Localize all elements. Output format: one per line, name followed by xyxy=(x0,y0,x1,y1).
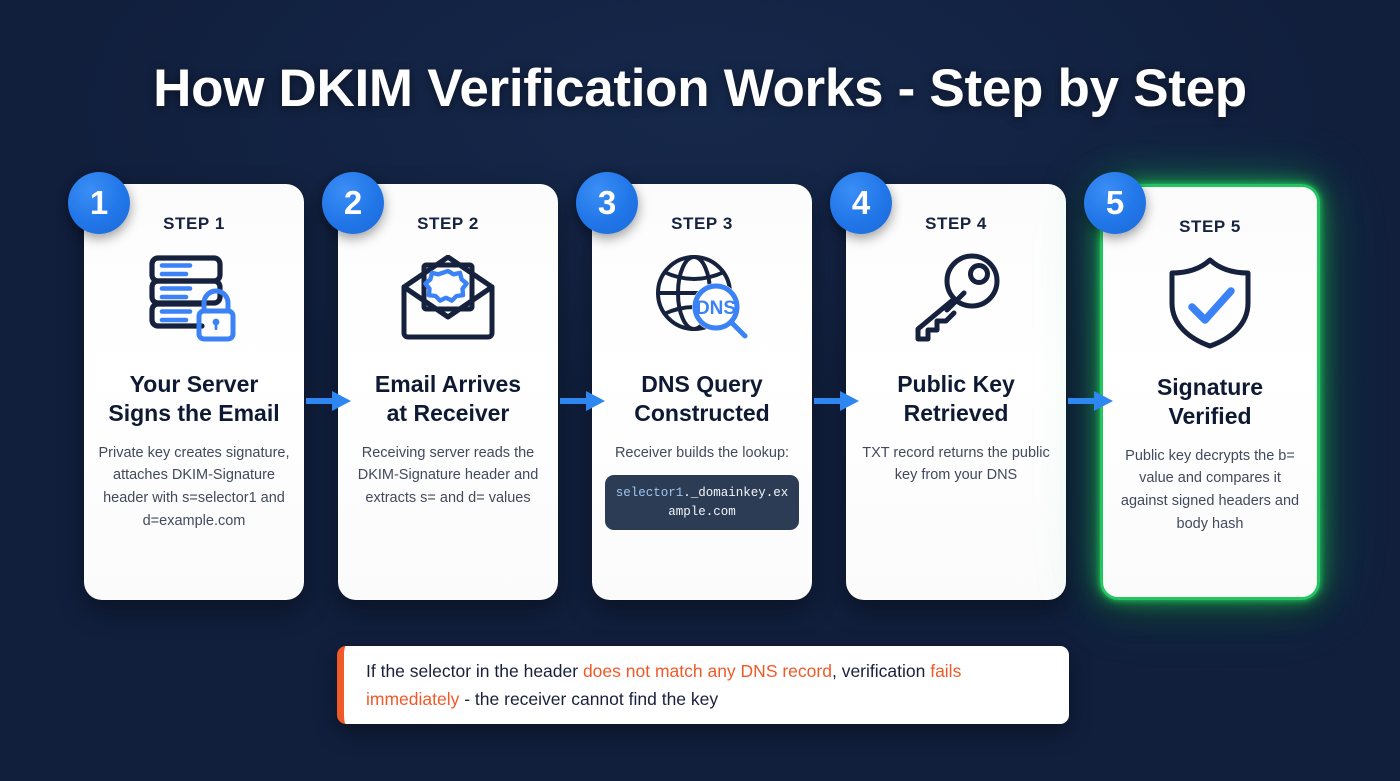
step-number-badge-4: 4 xyxy=(830,172,892,234)
arrow-step2-to-step3-icon xyxy=(560,390,606,412)
card-title-line1: Your Server xyxy=(129,371,259,397)
card-description-4: TXT record returns the public key from y… xyxy=(862,444,1050,484)
card-title-2: Email Arrives at Receiver xyxy=(375,370,521,429)
card-title-line2: Signs the Email xyxy=(108,400,280,427)
card-description-5: Public key decrypts the b= value and com… xyxy=(1120,447,1300,532)
card-body-5: STEP 5 Signature Verified Public key dec… xyxy=(1100,184,1320,600)
step-label-5: STEP 5 xyxy=(1179,217,1241,236)
arrow-step4-to-step5-icon xyxy=(1068,390,1114,412)
step-label-4: STEP 4 xyxy=(925,214,987,233)
step-card-5[interactable]: STEP 5 Signature Verified Public key dec… xyxy=(1084,172,1320,600)
card-title-line1: Signature xyxy=(1156,374,1264,400)
code-selector: selector1 xyxy=(615,486,684,501)
steps-row: STEP 1 xyxy=(68,172,1324,600)
svg-text:DNS: DNS xyxy=(696,298,736,319)
step-number-badge-5: 5 xyxy=(1084,172,1146,234)
step-label-1: STEP 1 xyxy=(163,214,225,233)
card-body-2: STEP 2 Email Arrives xyxy=(338,184,558,600)
warning-callout: If the selector in the header does not m… xyxy=(337,646,1069,724)
step-card-2[interactable]: STEP 2 Email Arrives xyxy=(322,172,558,600)
card-title-line2: Constructed xyxy=(634,400,770,427)
step-number-badge-1: 1 xyxy=(68,172,130,234)
globe-dns-search-icon: DNS xyxy=(652,246,752,352)
arrow-step1-to-step2-icon xyxy=(306,390,352,412)
dns-query-code-block: selector1._domainkey.example.com xyxy=(605,475,799,530)
card-title-5: Signature Verified xyxy=(1157,373,1263,432)
step-label-2: STEP 2 xyxy=(417,214,479,233)
server-lock-icon xyxy=(146,246,242,352)
card-title-3: DNS Query Constructed xyxy=(634,370,769,429)
code-rest: ._domainkey.example.com xyxy=(668,486,789,519)
card-title-line1: Public Key xyxy=(897,371,1015,397)
card-title-line2: Verified xyxy=(1168,403,1252,430)
card-description-3: Receiver builds the lookup: xyxy=(614,444,790,461)
step-card-4[interactable]: STEP 4 Public Key Retrieved xyxy=(830,172,1066,600)
card-title-line2: at Receiver xyxy=(386,400,510,427)
shield-check-icon xyxy=(1164,249,1256,355)
card-title-4: Public Key Retrieved xyxy=(897,370,1015,429)
callout-highlight1: does not match any DNS record xyxy=(582,660,832,681)
card-body-3: STEP 3 xyxy=(592,184,812,600)
key-icon xyxy=(908,246,1004,352)
envelope-seal-icon xyxy=(398,246,498,352)
step-number-badge-3: 3 xyxy=(576,172,638,234)
page-title: How DKIM Verification Works - Step by St… xyxy=(153,59,1247,118)
card-description-2: Receiving server reads the DKIM-Signatur… xyxy=(357,444,539,507)
card-body-4: STEP 4 Public Key Retrieved xyxy=(846,184,1066,600)
warning-callout-text: If the selector in the header does not m… xyxy=(366,657,1047,714)
callout-part1: If the selector in the header xyxy=(366,660,583,681)
card-title-1: Your Server Signs the Email xyxy=(108,370,279,429)
step-label-3: STEP 3 xyxy=(671,214,733,233)
step-card-3[interactable]: STEP 3 xyxy=(576,172,812,600)
card-body-1: STEP 1 xyxy=(84,184,304,600)
card-description-1: Private key creates signature, attaches … xyxy=(98,444,290,529)
step-card-1[interactable]: STEP 1 xyxy=(68,172,304,600)
callout-highlight2: fails immediately xyxy=(366,660,962,709)
arrow-step3-to-step4-icon xyxy=(814,390,860,412)
step-number-badge-2: 2 xyxy=(322,172,384,234)
card-title-line1: DNS Query xyxy=(641,371,763,397)
callout-part3: - the receiver cannot find the key xyxy=(459,689,719,709)
callout-part2: , verification xyxy=(831,660,931,681)
card-title-line1: Email Arrives xyxy=(374,371,522,397)
card-title-line2: Retrieved xyxy=(903,400,1009,427)
